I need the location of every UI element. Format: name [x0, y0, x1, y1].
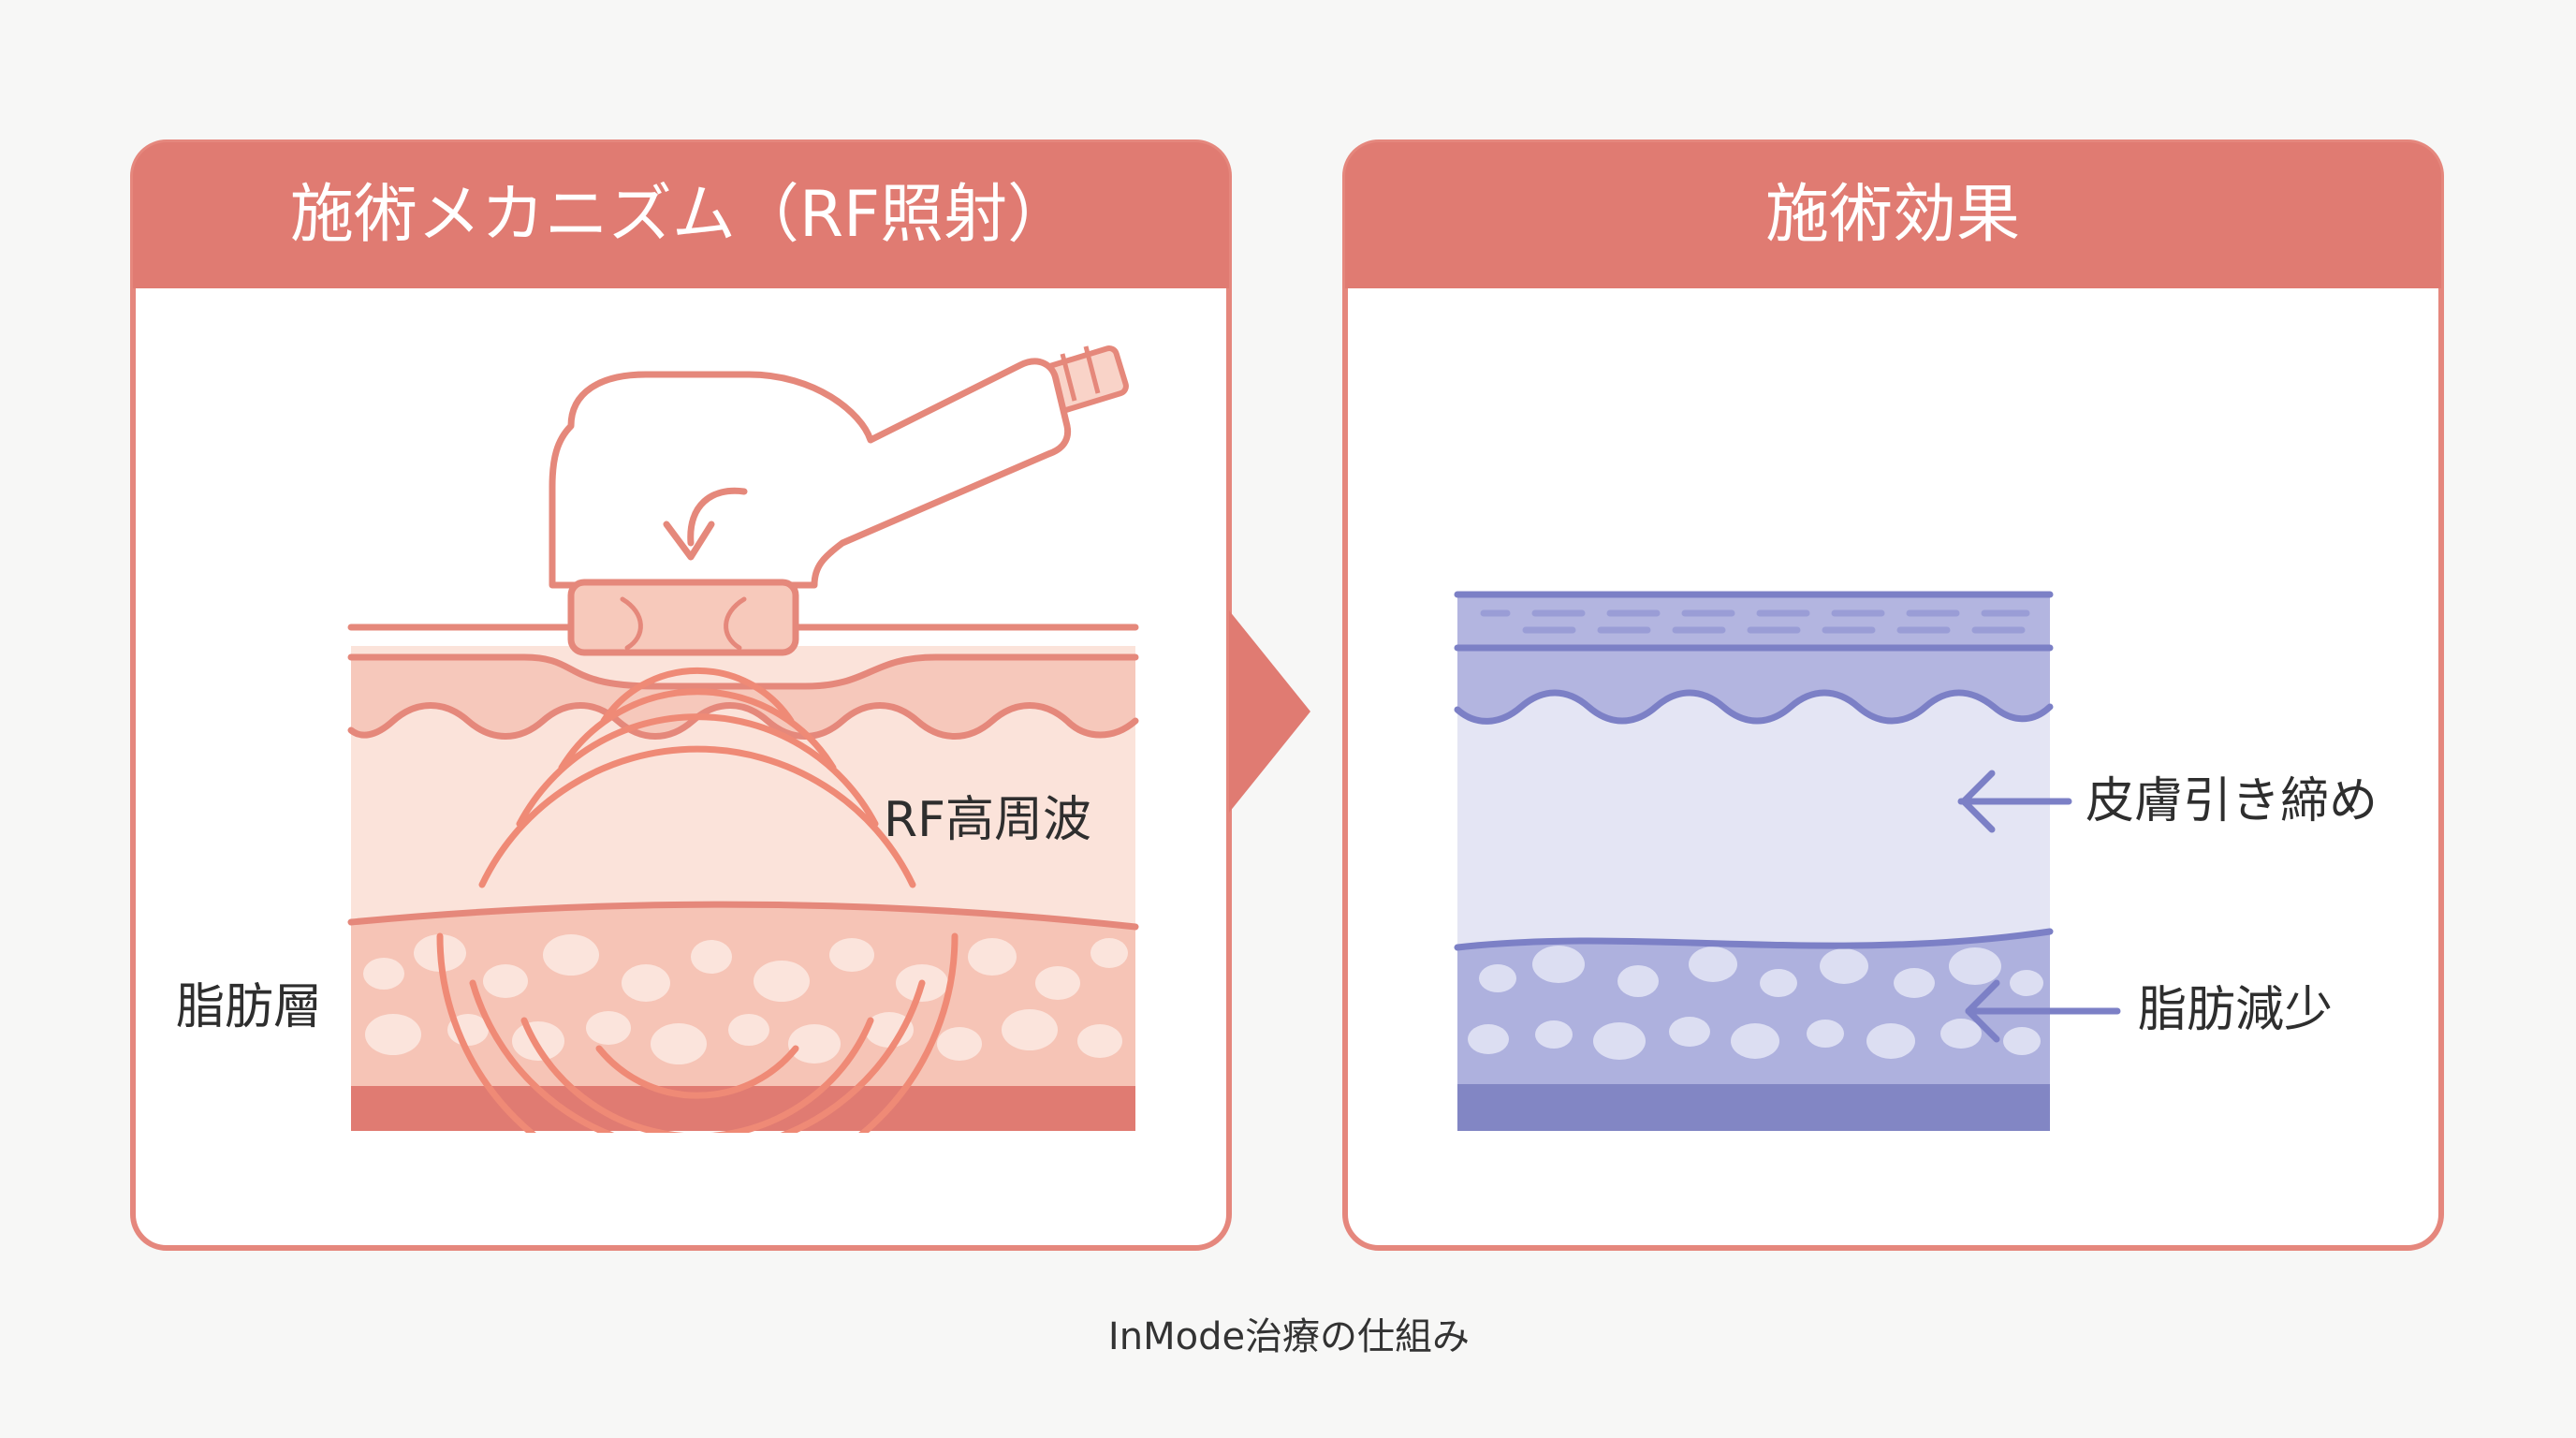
rf-wave-arcs [436, 667, 959, 1133]
right-panel-header [1345, 142, 2441, 288]
tightened-epidermis [1457, 594, 2050, 722]
surface-dashes [1480, 609, 2030, 634]
right-base-band [1457, 1084, 2050, 1131]
reduced-fat-boundary [1454, 928, 2054, 951]
fat-boundary-line [347, 901, 1139, 931]
skin-cross-section-after [1454, 591, 2054, 1131]
left-panel-title: 施術メカニズム（RF照射） [289, 178, 1072, 252]
skin-cross-section-before [347, 624, 1139, 1133]
dermal-wave-line [347, 702, 1139, 740]
reduced-fat-cells [1468, 946, 2043, 1060]
rf-handpiece-icon [549, 345, 1129, 656]
skin-dip-line [347, 653, 1139, 690]
fat-layer-label: 脂肪層 [176, 979, 323, 1035]
right-panel-title: 施術効果 [1764, 178, 2021, 252]
arrow-left-icon [1957, 770, 2072, 833]
left-base-band [351, 1086, 1135, 1131]
tightened-wave-line [1454, 689, 2054, 725]
figure-caption: InMode治療の仕組み [1107, 1315, 1471, 1358]
chevron-right-icon [1229, 610, 1310, 813]
curved-arrow-icon [663, 487, 748, 561]
fat-reduction-label: 脂肪減少 [2138, 982, 2334, 1038]
left-panel-header [133, 142, 1229, 288]
arrow-left-icon [1965, 979, 2121, 1043]
fat-cells [363, 934, 1128, 1064]
skin-tightening-label: 皮膚引き締め [2086, 773, 2378, 829]
rf-wave-label: RF高周波 [884, 792, 1092, 848]
